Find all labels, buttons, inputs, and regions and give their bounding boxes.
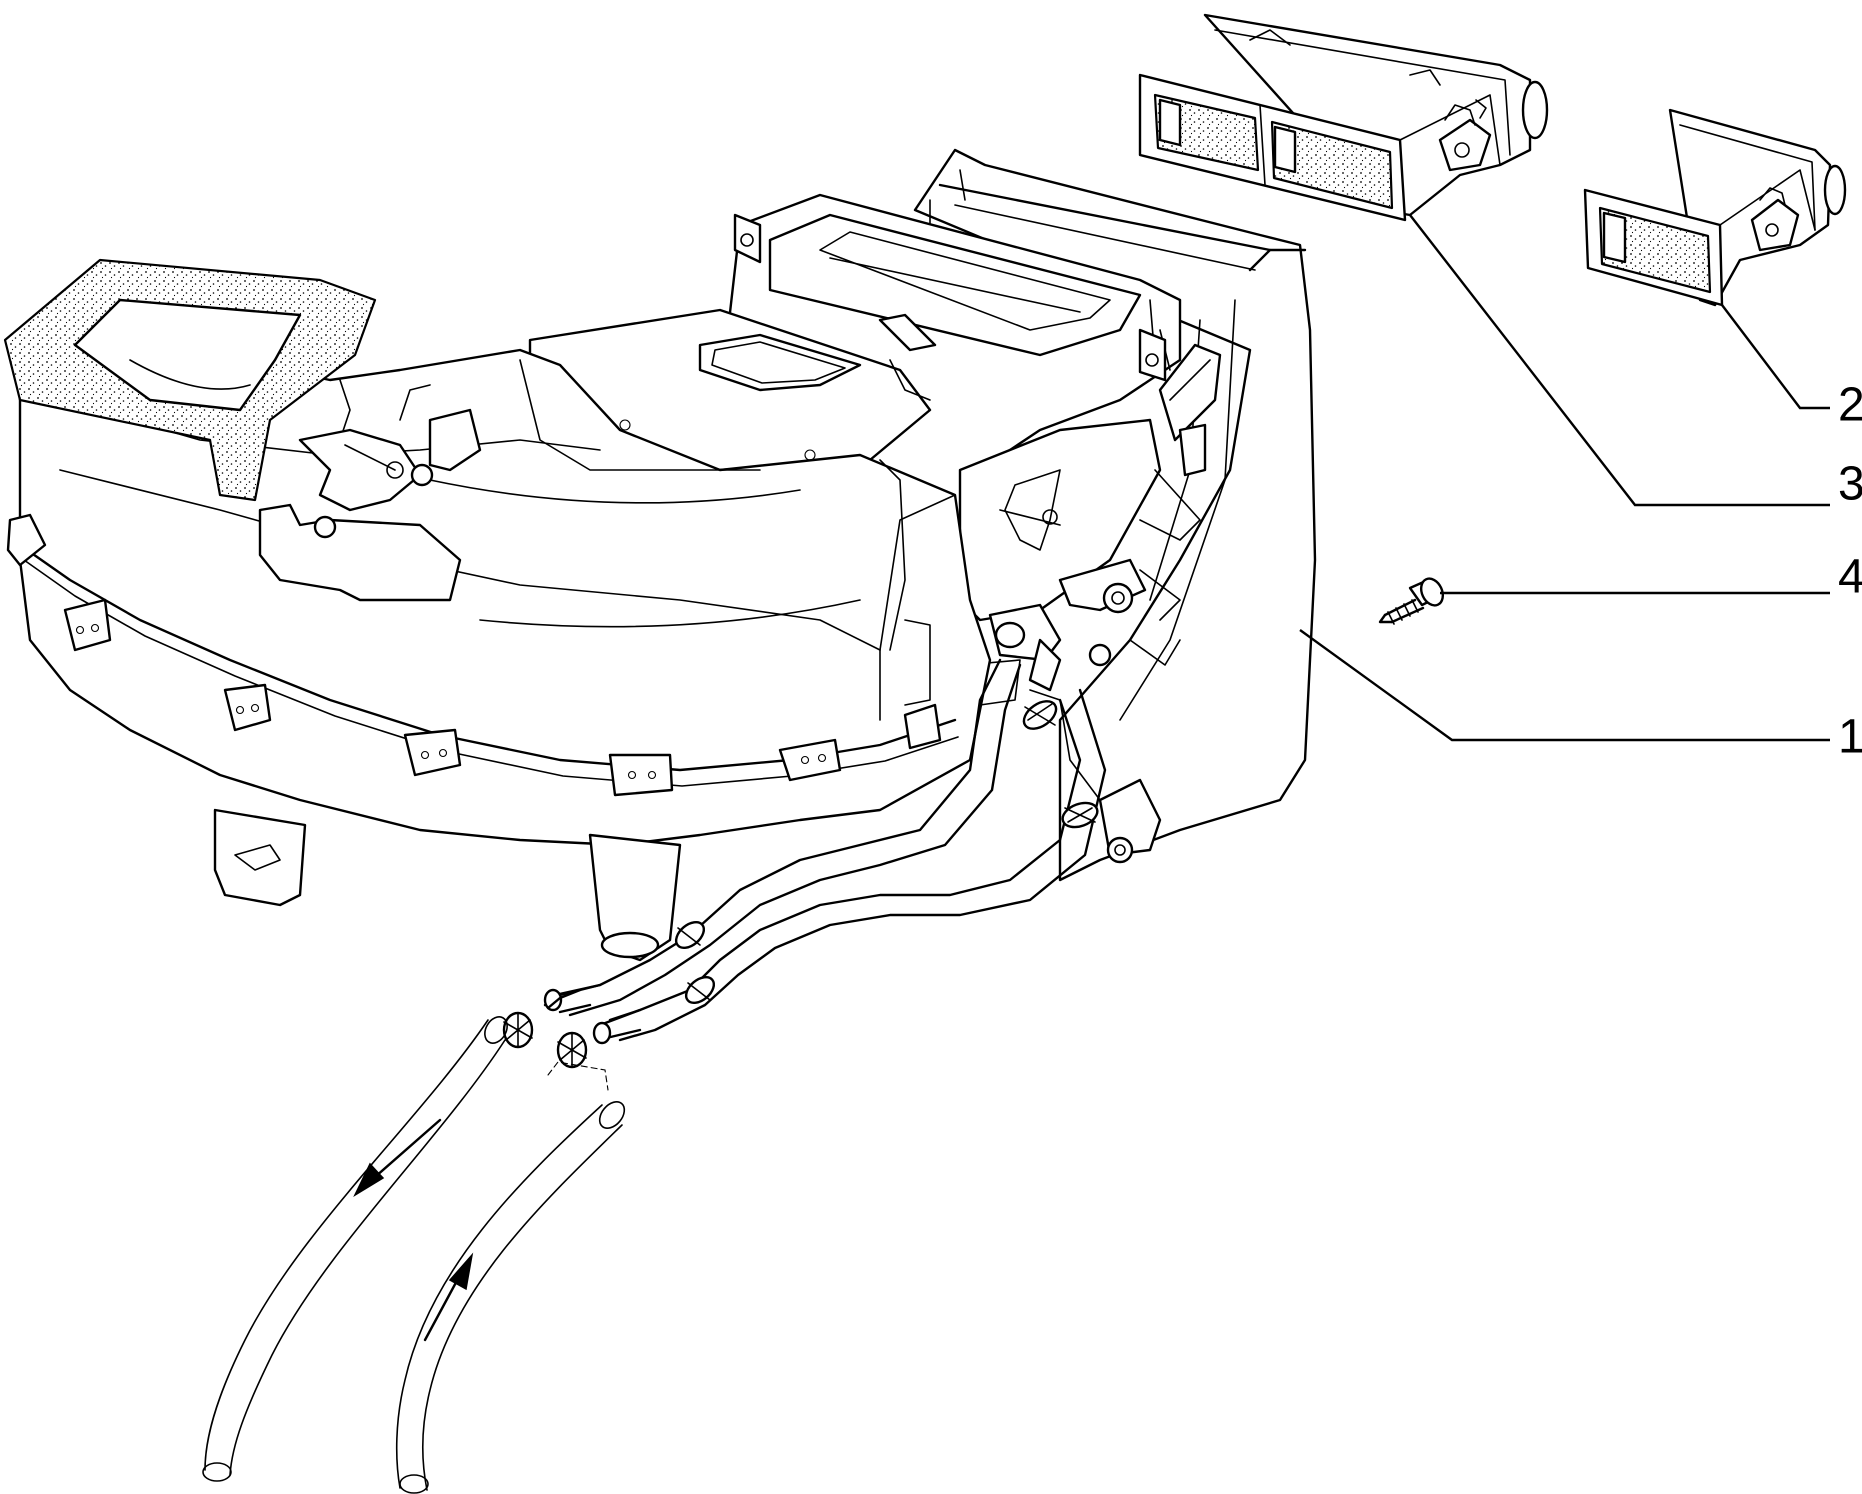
callout-label-1: 1 — [1838, 711, 1862, 764]
callout-leaders — [1299, 214, 1830, 742]
callout-label-4: 4 — [1838, 551, 1862, 604]
leader-line-2 — [1721, 304, 1830, 410]
rim-mounting-tabs — [6, 513, 942, 797]
heater-unit-part-1 — [3, 148, 1317, 962]
leader-line-3 — [1409, 214, 1830, 507]
single-air-vent-part-2 — [1583, 108, 1847, 307]
callout-label-3: 3 — [1838, 458, 1862, 511]
double-air-vent-part-3 — [1138, 13, 1549, 222]
heater-water-pipes — [543, 658, 1162, 1045]
hose-clip-left — [502, 1011, 534, 1049]
hose-clamps — [674, 700, 1099, 1005]
hose-clip-right — [556, 1031, 588, 1069]
callout-label-2: 2 — [1838, 379, 1862, 432]
coolant-hoses — [202, 1011, 626, 1494]
screw-part-4 — [1378, 577, 1445, 625]
leader-line-1 — [1299, 629, 1830, 742]
